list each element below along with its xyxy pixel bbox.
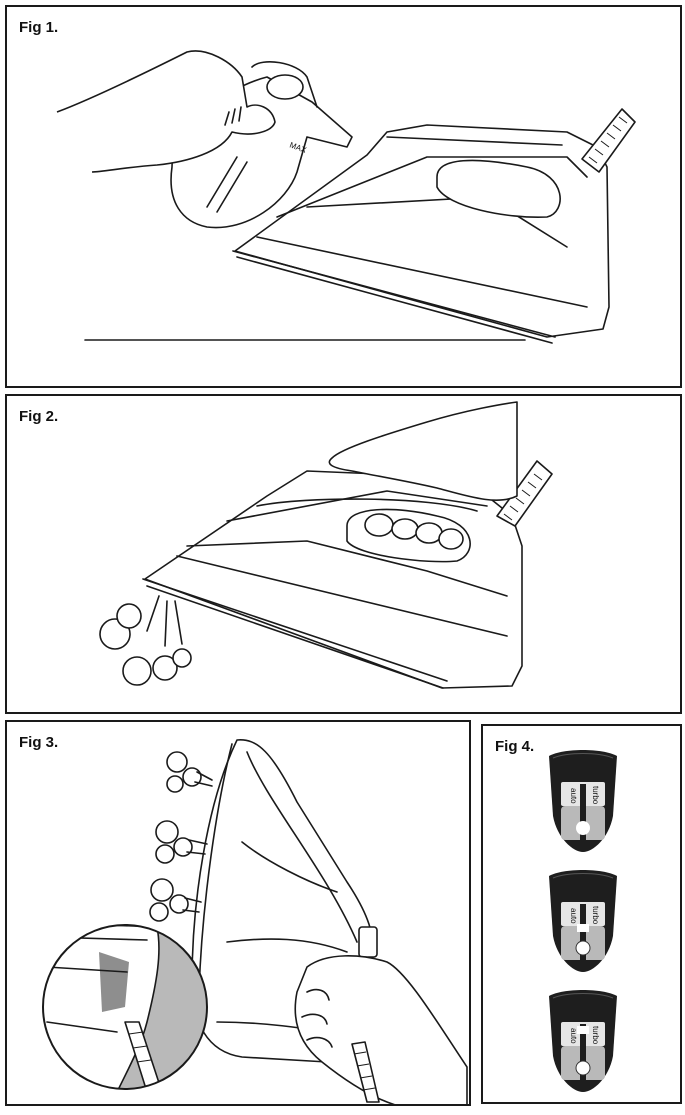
fig2-panel: Fig 2. <box>5 394 682 714</box>
iron-body <box>142 460 553 689</box>
fig2-illustration <box>99 401 553 689</box>
steam-puffs <box>149 751 213 922</box>
fig4-panel: Fig 4. auto turbo auto turbo <box>481 724 682 1104</box>
fig3-panel: Fig 3. <box>5 720 471 1106</box>
auto-label: auto <box>569 908 578 924</box>
fig3-label: Fig 3. <box>19 734 59 751</box>
cord-guard <box>496 460 553 527</box>
auto-label: auto <box>569 1028 578 1044</box>
hand <box>328 401 518 501</box>
turbo-label: turbo <box>591 906 600 925</box>
fig3-illustration <box>42 739 468 1104</box>
steam-control-1: auto turbo <box>549 750 617 852</box>
fig1-panel: Fig 1. MAX <box>5 5 682 388</box>
hand <box>294 955 468 1104</box>
turbo-label: turbo <box>591 1026 600 1045</box>
fig4-illustration: auto turbo auto turbo auto turbo <box>549 750 617 1092</box>
hand <box>56 50 276 173</box>
steam-control-2: auto turbo <box>549 870 617 972</box>
cord-guard <box>581 108 636 173</box>
cord-guard <box>351 1041 380 1103</box>
auto-label: auto <box>569 788 578 804</box>
steam-control-3: auto turbo <box>549 990 617 1092</box>
fig4-label: Fig 4. <box>495 738 535 755</box>
steam-puffs <box>99 595 192 686</box>
turbo-label: turbo <box>591 786 600 805</box>
iron-body <box>232 108 636 344</box>
fig1-illustration: MAX <box>56 50 636 344</box>
fig2-label: Fig 2. <box>19 408 59 425</box>
detail-inset <box>42 924 208 1090</box>
fig1-label: Fig 1. <box>19 19 59 36</box>
